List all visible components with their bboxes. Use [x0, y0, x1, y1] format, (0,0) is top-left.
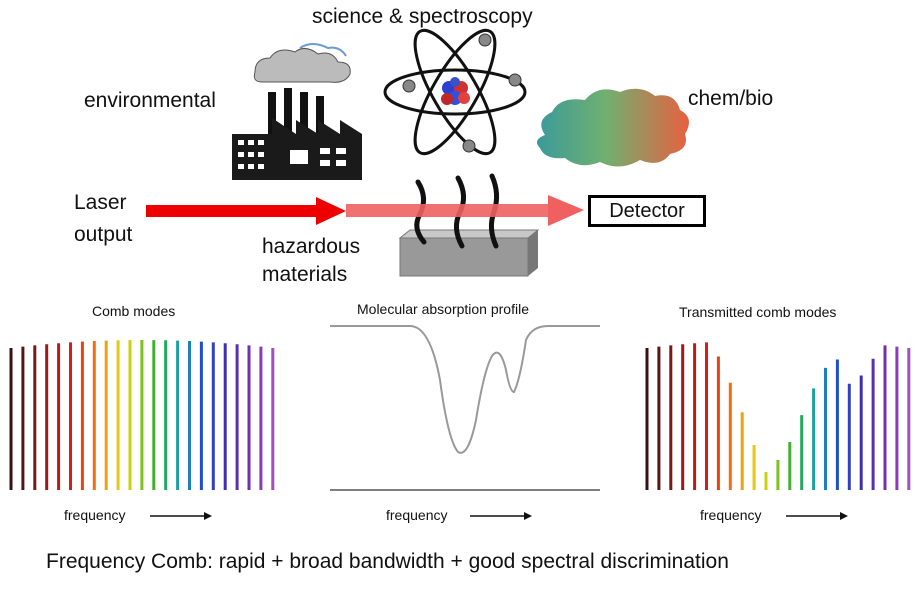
atom-icon — [383, 28, 527, 156]
laser-output-label-line1: Laser — [74, 191, 127, 214]
detector-box: Detector — [588, 195, 706, 227]
absorption-frequency-label: frequency — [386, 507, 448, 523]
comb-modes-title: Comb modes — [92, 303, 176, 319]
comb-modes-chart — [9, 340, 275, 490]
transmitted-comb-modes-title: Transmitted comb modes — [679, 304, 837, 320]
laser-output-label-line2: output — [74, 223, 133, 246]
comb-left-frequency-arrow — [150, 512, 212, 520]
caption: Frequency Comb: rapid + broad bandwidth … — [46, 550, 729, 573]
factory-icon — [232, 88, 362, 180]
absorption-frequency-arrow — [470, 512, 532, 520]
sample-block — [398, 229, 540, 277]
chem-bio-label: chem/bio — [688, 87, 774, 110]
science-spectroscopy-label: science & spectroscopy — [312, 5, 533, 28]
absorption-profile-chart — [330, 325, 600, 491]
hazardous-materials-label-line1: hazardous — [262, 235, 361, 258]
laser-output-arrow — [146, 197, 346, 225]
transmitted-comb-modes-chart — [645, 342, 911, 490]
comb-left-frequency-label: frequency — [64, 507, 126, 523]
chem-bio-cloud-icon — [536, 88, 689, 167]
comb-right-frequency-label: frequency — [700, 507, 762, 523]
absorption-profile-title: Molecular absorption profile — [357, 301, 529, 317]
environmental-label: environmental — [84, 89, 216, 112]
smoke-cloud-icon — [253, 43, 351, 83]
comb-right-frequency-arrow — [786, 512, 848, 520]
transmitted-beam-arrow — [346, 195, 584, 226]
hazardous-materials-label-line2: materials — [262, 263, 348, 286]
absorption-curve — [330, 325, 600, 454]
